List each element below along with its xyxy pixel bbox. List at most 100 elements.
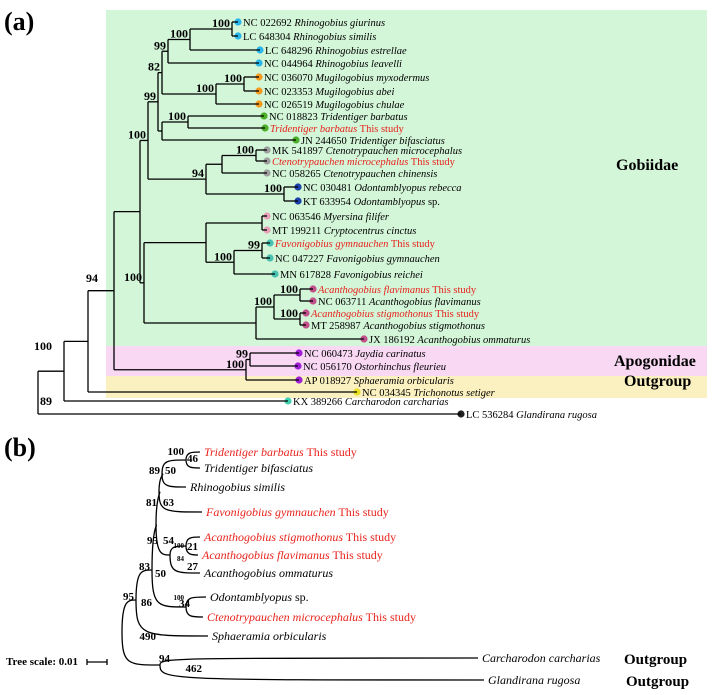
tip-a: Favonigobius gymnauchen This study (266, 239, 436, 250)
tip-label: Ctenotrypauchen microcephalus This study (272, 157, 456, 168)
species-name: Rhinogobius estrellae (314, 46, 407, 57)
blue-value: 63 (163, 497, 175, 509)
curved-branch (185, 536, 201, 547)
group-label-outgroup: Outgroup (624, 373, 691, 390)
accession: NC 036070 (264, 73, 315, 84)
tip-a: LC 648296 Rhinogobius estrellae (256, 46, 407, 57)
bootstrap-value: 100 (224, 71, 242, 85)
blue-value: 86 (141, 597, 153, 609)
curved-branch (169, 545, 187, 556)
panel-b-label: (b) (4, 433, 36, 462)
accession: LC 536284 (466, 410, 516, 421)
species-name: Glandirana rugosa (516, 410, 597, 421)
species-name: Ctenotrypauchen microcephalus (207, 610, 363, 624)
bootstrap-value: 99 (236, 347, 248, 361)
species-name: Mugilogobius chulae (314, 100, 404, 111)
tip-label: Acanthogobius stigmothonus This study (310, 309, 480, 320)
bootstrap-value: 100 (124, 270, 142, 284)
accession: JN 244650 (301, 136, 349, 147)
accession: AP 018927 (304, 376, 354, 387)
bootstrap-value: 100 (264, 181, 282, 195)
tree-scale-label: Tree scale: 0.01 (6, 656, 78, 668)
tip-label: NC 022692 Rhinogobius giurinus (243, 18, 385, 29)
accession: NC 034345 (362, 388, 413, 399)
species-name: Carcharodon carcharias (345, 397, 449, 408)
accession: NC 056170 (303, 362, 354, 373)
tip-a: LC 536284 Glandirana rugosa (457, 410, 597, 421)
tip-a: Ctenotrypauchen microcephalus This study (263, 157, 456, 168)
accession: KT 633954 (303, 197, 354, 208)
species-name: Favonigobius gymnauchen (325, 254, 439, 265)
tip-a: MK 541897 Ctenotrypauchen microcephalus (263, 146, 462, 157)
tip-a: JX 186192 Acanthogobius ommaturus (360, 335, 530, 346)
tip-a: Acanthogobius flavimanus This study (309, 285, 477, 296)
tip-label: NC 044964 Rhinogobius leavelli (264, 59, 402, 70)
support-value: 84 (177, 555, 185, 563)
tip-label: NC 026519 Mugilogobius chulae (264, 100, 405, 111)
accession: MT 258987 (311, 321, 363, 332)
accession: LC 648296 (265, 46, 315, 57)
curved-branch (185, 459, 201, 469)
tip-a: NC 022692 Rhinogobius giurinus (234, 18, 385, 29)
tip-a: MT 258987 Acanthogobius stigmothonus (302, 321, 485, 332)
bootstrap-value: 89 (40, 394, 52, 408)
species-suffix: sp. (425, 197, 440, 208)
tip-a: KT 633954 Odontamblyopus sp. (294, 197, 440, 208)
accession: NC 023353 (264, 87, 315, 98)
species-name: Ostorhinchus fleurieu (354, 362, 446, 373)
tip-label: NC 056170 Ostorhinchus fleurieu (303, 362, 446, 373)
tip-a: NC 030481 Odontamblyopus rebecca (294, 183, 462, 194)
tip-label: LC 648296 Rhinogobius estrellae (265, 46, 407, 57)
tip-a: Acanthogobius stigmothonus This study (302, 309, 480, 320)
curved-branch (155, 491, 161, 526)
curved-branch (155, 524, 171, 556)
species-name: Tridentiger bifasciatus (204, 461, 313, 475)
species-name: Jaydia carinatus (355, 349, 425, 360)
tip-label-b: Glandirana rugosa (488, 673, 580, 687)
tip-label: KX 389266 Carcharodon carcharias (293, 397, 448, 408)
species-name: Tridentiger barbatus (320, 112, 407, 123)
tip-label: AP 018927 Sphaeramia orbicularis (304, 376, 454, 387)
species-name: Carcharodon carcharias (482, 651, 601, 665)
accession: NC 063546 (272, 212, 323, 223)
bootstrap-value: 100 (170, 27, 188, 41)
accession: JX 186192 (369, 335, 417, 346)
tip-a: NC 047227 Favonigobius gymnauchen (266, 254, 440, 265)
blue-value: 50 (165, 465, 177, 477)
species-name: Cryptocentrus cinctus (324, 226, 416, 237)
species-suffix: sp. (292, 590, 309, 604)
bootstrap-value: 100 (168, 109, 186, 123)
species-name: Acanthogobius flavimanus (368, 297, 481, 308)
curved-branch (135, 599, 209, 637)
species-name: Favonigobius gymnauchen (274, 239, 388, 250)
apogonidae-box (106, 346, 707, 376)
this-study-tag: This study (430, 285, 477, 296)
species-name: Sphaeramia orbicularis (354, 376, 454, 387)
species-name: Rhinogobius similis (292, 32, 376, 43)
blue-value: 27 (187, 561, 199, 573)
species-name: Glandirana rugosa (488, 673, 580, 687)
tip-label-b: Sphaeramia orbicularis (212, 629, 327, 643)
accession: NC 022692 (243, 18, 294, 29)
tip-label: Favonigobius gymnauchen This study (274, 239, 436, 250)
tip-label: NC 058265 Ctenotrypauchen chinensis (272, 169, 437, 180)
species-name: Ctenotrypauchen microcephalus (326, 146, 462, 157)
curved-branch (161, 473, 187, 488)
tip-label: MN 617828 Favonigobius reichei (280, 270, 423, 281)
tip-a: NC 023353 Mugilogobius abei (255, 87, 394, 98)
tip-label: NC 063546 Myersina filifer (272, 212, 390, 223)
tip-label: MT 199211 Cryptocentrus cinctus (272, 226, 416, 237)
tip-label: JN 244650 Tridentiger bifasciatus (301, 136, 445, 147)
blue-value: 490 (140, 631, 157, 643)
bootstrap-value: 100 (214, 249, 232, 263)
curved-branch (151, 524, 158, 571)
species-name: Ctenotrypauchen microcephalus (272, 157, 408, 168)
bootstrap-value: 100 (212, 16, 230, 30)
bootstrap-value: 94 (86, 271, 98, 285)
accession: NC 026519 (264, 100, 315, 111)
tip-label: NC 060473 Jaydia carinatus (304, 349, 426, 360)
tip-label: NC 023353 Mugilogobius abei (264, 87, 394, 98)
tip-label: JX 186192 Acanthogobius ommaturus (369, 335, 530, 346)
tip-label: NC 063711 Acanthogobius flavimanus (318, 297, 481, 308)
bootstrap-value: 94 (192, 166, 204, 180)
